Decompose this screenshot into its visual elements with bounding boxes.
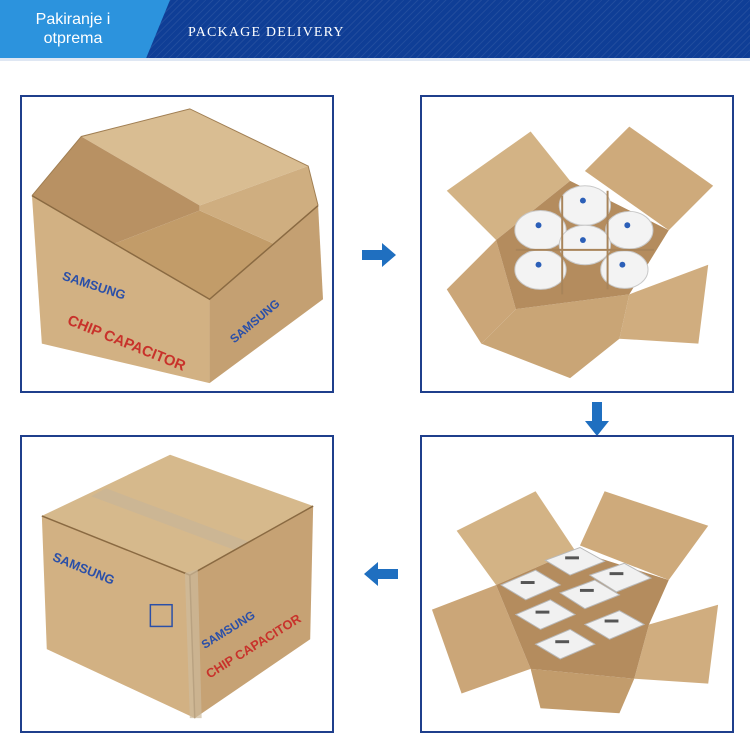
panel-empty-box: SAMSUNG CHIP CAPACITOR SAMSUNG xyxy=(20,95,334,393)
left-arrow-icon xyxy=(364,562,398,586)
header-banner: Pakiranje i otprema PACKAGE DELIVERY xyxy=(0,0,750,58)
box-with-reels-image xyxy=(446,126,714,379)
sealed-box-image: SAMSUNG SAMSUNG CHIP CAPACITOR xyxy=(41,454,314,719)
down-arrow-icon xyxy=(585,402,609,436)
panel-box-with-labeled-packs xyxy=(420,435,734,733)
empty-box-image: SAMSUNG CHIP CAPACITOR SAMSUNG xyxy=(31,108,324,384)
header-tab xyxy=(0,0,170,58)
recycle-icon xyxy=(149,603,173,628)
panel-sealed-box: SAMSUNG SAMSUNG CHIP CAPACITOR xyxy=(20,435,334,733)
box-with-labeled-packs-image xyxy=(431,491,719,714)
header-tab-label: Pakiranje i otprema xyxy=(35,11,111,47)
header-title: PACKAGE DELIVERY xyxy=(188,25,345,40)
panel-box-with-reels xyxy=(420,95,734,393)
right-arrow-icon xyxy=(362,243,396,267)
header-divider xyxy=(0,58,750,61)
